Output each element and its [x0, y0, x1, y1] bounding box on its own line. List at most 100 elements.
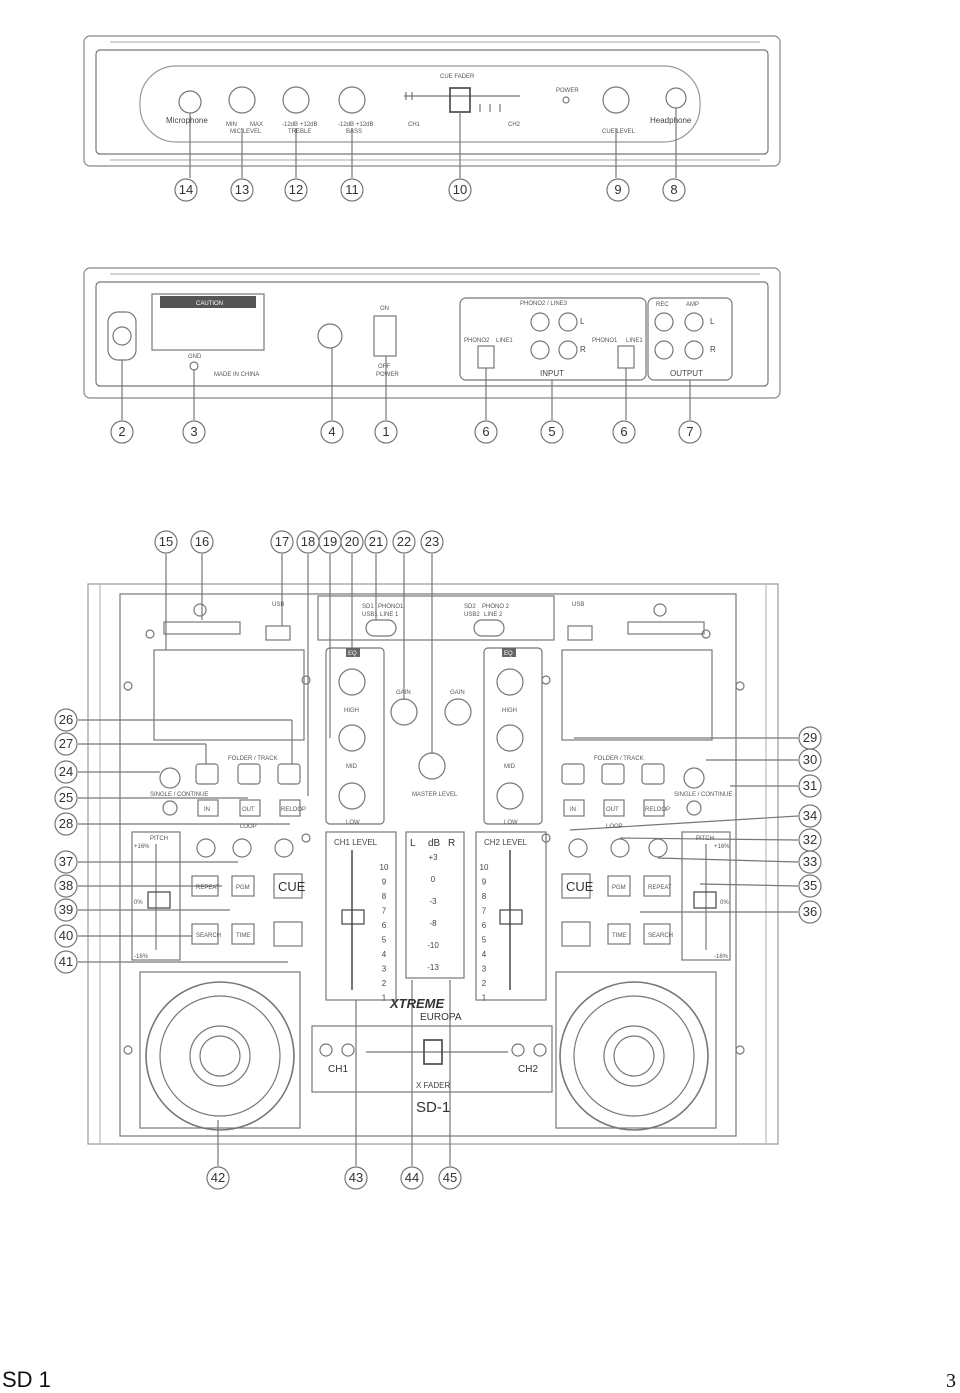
callout-17: 17 — [275, 534, 289, 549]
label-microphone: Microphone — [166, 116, 208, 125]
label-pitch-left: PITCH — [150, 836, 168, 842]
ch1-level-tick: 1 — [382, 994, 387, 1003]
mixer-top-view — [54, 530, 822, 1190]
ch1-level-tick: 3 — [382, 965, 387, 974]
callout-1: 1 — [382, 424, 389, 439]
label-cue-right: CUE — [566, 879, 594, 894]
label-low-right: LOW — [504, 820, 518, 826]
callout-8: 8 — [670, 182, 677, 197]
db-scale: +30-3-8-10-13 — [427, 853, 439, 972]
label-pitch-zero-left: 0% — [134, 900, 143, 906]
db-scale-value: -13 — [427, 963, 439, 972]
callout-33: 33 — [803, 854, 817, 869]
label-l-out: L — [710, 317, 715, 326]
callout-37: 37 — [59, 854, 73, 869]
label-phono2: PHONO2 — [464, 338, 490, 344]
label-usb-right: USB — [572, 602, 584, 608]
rear-panel-labels: CAUTION MADE IN CHINA GND ON OFF POWER P… — [160, 296, 716, 378]
label-in-right: IN — [570, 807, 576, 813]
label-caution: CAUTION — [196, 301, 223, 307]
label-line1: LINE1 — [496, 338, 513, 344]
top-panel — [83, 35, 781, 202]
label-x-fader: X FADER — [416, 1081, 450, 1090]
callout-30: 30 — [803, 752, 817, 767]
label-sd1: SD1 — [362, 604, 374, 610]
label-pitch-zero-right: 0% — [720, 900, 729, 906]
ch1-level-tick: 9 — [382, 878, 387, 887]
label-repeat-right: REPEAT — [648, 885, 672, 891]
callout-43: 43 — [349, 1170, 363, 1185]
ch1-level-tick: 2 — [382, 979, 387, 988]
callout-22: 22 — [397, 534, 411, 549]
callout-32: 32 — [803, 832, 817, 847]
label-l-meter: L — [410, 838, 416, 849]
ch1-level-tick: 6 — [382, 921, 387, 930]
label-time-right: TIME — [612, 933, 626, 939]
label-phono2-line3: PHONO2 / LINE3 — [520, 301, 568, 307]
callout-25: 25 — [59, 790, 73, 805]
callout-6: 6 — [482, 424, 489, 439]
label-phono2: PHONO 2 — [482, 604, 510, 610]
callout-3: 3 — [190, 424, 197, 439]
label-minus12-bass: -12dB — [338, 122, 354, 128]
callout-9: 9 — [614, 182, 621, 197]
callout-20: 20 — [345, 534, 359, 549]
label-brand: XTREME — [389, 996, 445, 1011]
callout-35: 35 — [803, 878, 817, 893]
label-repeat-left: REPEAT — [196, 885, 220, 891]
ch2-level-tick: 3 — [482, 965, 487, 974]
callout-16: 16 — [195, 534, 209, 549]
callout-4: 4 — [328, 424, 335, 439]
ch1-level-tick: 8 — [382, 892, 387, 901]
label-eq-right: EQ — [504, 651, 513, 657]
label-mid-right: MID — [504, 764, 516, 770]
label-line2: LINE 2 — [484, 612, 503, 618]
callout-5: 5 — [548, 424, 555, 439]
label-power: POWER — [556, 88, 579, 94]
label-gain-right: GAIN — [450, 690, 465, 696]
callout-31: 31 — [803, 778, 817, 793]
ch2-level-tick: 1 — [482, 994, 487, 1003]
ch1-level-tick: 10 — [380, 863, 389, 872]
ch1-level-tick: 5 — [382, 936, 387, 945]
callout-19: 19 — [323, 534, 337, 549]
label-gnd: GND — [188, 354, 202, 360]
callout-42: 42 — [211, 1170, 225, 1185]
label-power: POWER — [376, 372, 399, 378]
label-search-left: SEARCH — [196, 933, 221, 939]
label-r-in: R — [580, 345, 586, 354]
callout-23: 23 — [425, 534, 439, 549]
label-in-left: IN — [204, 807, 210, 813]
label-mid-left: MID — [346, 764, 358, 770]
callout-10: 10 — [453, 182, 467, 197]
db-scale-value: -8 — [429, 919, 437, 928]
footer-page-number: 3 — [946, 1370, 956, 1392]
label-rec: REC — [656, 302, 669, 308]
ch2-level-tick: 5 — [482, 936, 487, 945]
top-panel-labels: Microphone MIN MAX MIC LEVEL -12dB +12dB… — [166, 74, 692, 135]
label-out-left: OUT — [242, 807, 255, 813]
callout-45: 45 — [443, 1170, 457, 1185]
label-pitch-plus-left: +16% — [134, 844, 150, 850]
ch2-level-tick: 9 — [482, 878, 487, 887]
label-usb1: USB1 — [362, 612, 378, 618]
label-high-left: HIGH — [344, 708, 359, 714]
label-plus12-bass: +12dB — [356, 122, 374, 128]
label-phono1: PHONO1 — [592, 338, 618, 344]
label-pitch-minus-right: -16% — [714, 954, 729, 960]
callout-27: 27 — [59, 736, 73, 751]
callout-44: 44 — [405, 1170, 419, 1185]
label-time-left: TIME — [236, 933, 250, 939]
label-minus12-treble: -12dB — [282, 122, 298, 128]
db-scale-value: -3 — [429, 897, 437, 906]
label-folder-track-right: FOLDER / TRACK — [594, 756, 644, 762]
label-folder-track-left: FOLDER / TRACK — [228, 756, 278, 762]
mixer-labels: USB USB SD1 PHONO1 USB1 LINE 1 SD2 PHONO… — [134, 602, 732, 1116]
label-xf-ch1: CH1 — [328, 1064, 348, 1075]
ch2-level-tick: 7 — [482, 907, 487, 916]
footer-title: SD 1 — [2, 1367, 51, 1392]
ch2-level-tick: 10 — [480, 863, 489, 872]
